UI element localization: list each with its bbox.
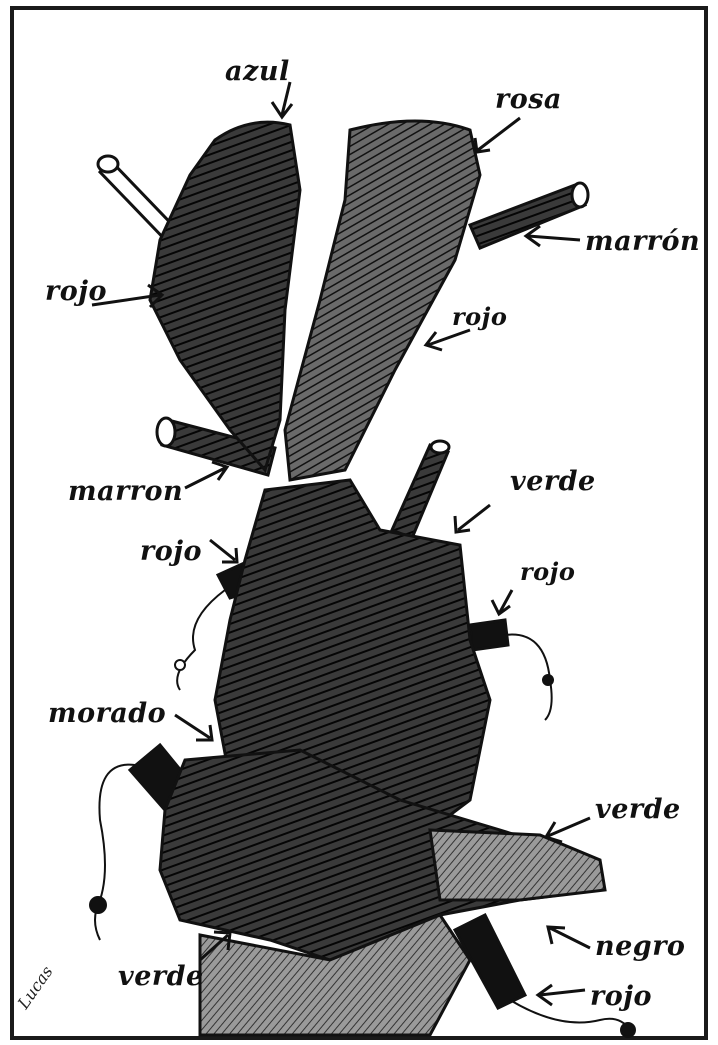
- label-rojo-center: rojo: [452, 302, 507, 331]
- label-rojo-left: rojo: [45, 276, 107, 307]
- label-verde-bottom: verde: [118, 961, 204, 992]
- label-rojo-mid-right: rojo: [520, 557, 575, 586]
- label-rosa: rosa: [495, 84, 562, 115]
- label-negro: negro: [595, 931, 685, 962]
- label-morado: morado: [48, 698, 166, 729]
- branch-rojo-right: [470, 620, 508, 650]
- label-marron-top: marrón: [585, 226, 700, 257]
- label-rojo-bottom: rojo: [590, 981, 652, 1012]
- label-verde-right: verde: [595, 794, 681, 825]
- label-rojo-mid-left: rojo: [140, 536, 202, 567]
- label-azul: azul: [225, 56, 290, 87]
- label-marron-mid: marron: [68, 476, 183, 507]
- label-verde-mid: verde: [510, 466, 596, 497]
